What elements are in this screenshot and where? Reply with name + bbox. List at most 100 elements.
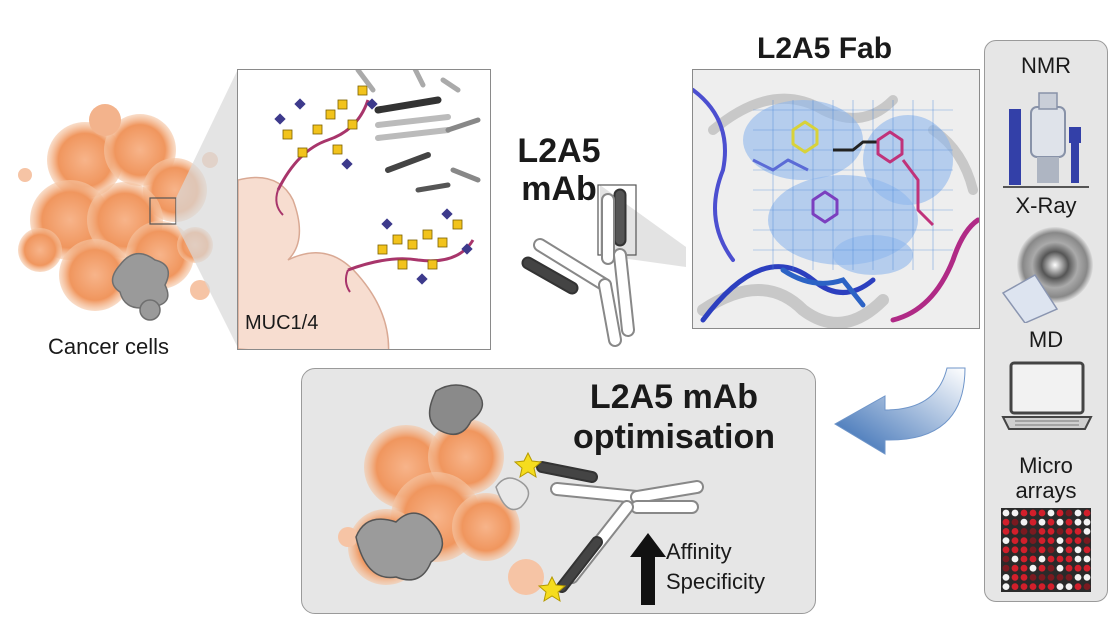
microarray-spot xyxy=(1029,564,1037,572)
microarray-spot xyxy=(1074,518,1082,526)
microarray-spot xyxy=(1038,537,1046,544)
microarray-spot xyxy=(1020,546,1028,554)
antibody-illustration xyxy=(521,184,686,347)
microarray-spot xyxy=(1029,555,1037,563)
microarray-spot xyxy=(1038,528,1046,535)
microarray-spot xyxy=(1074,564,1082,572)
method-label-md: MD xyxy=(1028,327,1064,352)
microarray-spot xyxy=(1047,518,1055,526)
microarray-spot xyxy=(1029,528,1037,535)
microarray-spot xyxy=(1056,518,1064,526)
microarray-spot xyxy=(1047,509,1055,517)
microarray-spot xyxy=(1047,583,1055,590)
microarray-spot xyxy=(1056,574,1064,581)
microarray-spot xyxy=(1029,583,1037,590)
optimisation-title-line1: L2A5 mAb xyxy=(589,378,759,416)
microarray-spot xyxy=(1038,546,1046,554)
microarray-spot xyxy=(1083,509,1091,517)
microarray-spot xyxy=(1011,546,1019,554)
antibody-swarm xyxy=(355,70,481,193)
microarray-spot xyxy=(1029,537,1037,544)
microarray-spot xyxy=(1020,528,1028,535)
optimisation-panel: L2A5 mAb optimisation Affinity Specifici… xyxy=(301,368,816,614)
microarray-spot xyxy=(1074,546,1082,554)
microarray-spot xyxy=(1074,509,1082,517)
microarray-spot xyxy=(1002,555,1010,563)
microarray-spot xyxy=(1047,555,1055,563)
microarray-spot xyxy=(1074,528,1082,535)
microarray-spot xyxy=(1065,555,1073,563)
microarray-spot xyxy=(1020,574,1028,581)
microarray-spot xyxy=(1011,537,1019,544)
feedback-arrow xyxy=(834,367,966,455)
microarray-spot xyxy=(1011,564,1019,572)
microarray-spot xyxy=(1038,518,1046,526)
microarray-spot xyxy=(1020,509,1028,517)
microarray-spot xyxy=(1047,574,1055,581)
laptop-icon xyxy=(1001,361,1093,430)
optimised-antibody xyxy=(513,451,704,603)
microarray-spot xyxy=(1047,546,1055,554)
electron-density-mesh xyxy=(743,100,953,275)
cancer-cells-label: Cancer cells xyxy=(48,334,170,359)
method-label-microarrays: Micro arrays xyxy=(985,453,1107,503)
microarray-spot xyxy=(1065,574,1073,581)
microarray-spot xyxy=(1065,509,1073,517)
microarray-spot xyxy=(1011,509,1019,517)
microarray-spot xyxy=(1011,518,1019,526)
xray-diffraction-icon xyxy=(1001,227,1093,323)
affinity-label: Affinity xyxy=(666,539,732,564)
microarray-spot xyxy=(1047,564,1055,572)
microarray-spot xyxy=(1002,564,1010,572)
methods-panel: NMR X-Ray MD Micro arrays xyxy=(984,40,1108,602)
mab-title-line1: L2A5 xyxy=(517,132,601,170)
microarray-spot xyxy=(1002,574,1010,581)
muc-glycopeptide-illustration xyxy=(238,70,481,349)
specificity-label: Specificity xyxy=(666,569,766,594)
dead-cell-debris xyxy=(111,252,170,321)
microarray-spot xyxy=(1047,528,1055,535)
microarray-spot xyxy=(1083,564,1091,572)
fab-structure-panel xyxy=(692,69,980,329)
microarray-spot xyxy=(1011,528,1019,535)
microarray-spot xyxy=(1011,583,1019,590)
microarray-icon xyxy=(1001,508,1091,592)
muc-zoom-panel xyxy=(237,69,491,350)
microarray-spot xyxy=(1065,518,1073,526)
microarray-spot xyxy=(1029,546,1037,554)
microarray-spot xyxy=(1056,509,1064,517)
star-marker-bottom xyxy=(537,575,567,603)
microarray-spot xyxy=(1065,564,1073,572)
microarray-spot xyxy=(1083,518,1091,526)
microarray-spot xyxy=(1083,528,1091,535)
microarray-spot xyxy=(1056,555,1064,563)
microarray-spot xyxy=(1038,574,1046,581)
microarray-spot xyxy=(1038,555,1046,563)
microarray-spot xyxy=(1002,528,1010,535)
muc-label: MUC1/4 xyxy=(245,312,319,334)
method-label-nmr: NMR xyxy=(1020,53,1072,78)
microarray-spot xyxy=(1074,555,1082,563)
dead-cell-debris-bottom xyxy=(355,384,530,581)
microarray-spot xyxy=(1038,564,1046,572)
microarray-spot xyxy=(1020,564,1028,572)
star-marker-top xyxy=(513,451,543,479)
microarray-spot xyxy=(1056,528,1064,535)
microarray-spot xyxy=(1002,509,1010,517)
microarray-spot xyxy=(1011,574,1019,581)
mab-title-line2: mAb xyxy=(521,170,597,208)
method-label-microarrays-line1: Micro xyxy=(1019,453,1073,478)
microarray-spot xyxy=(1002,583,1010,590)
microarray-spot xyxy=(1002,546,1010,554)
microarray-spot xyxy=(1038,583,1046,590)
microarray-spot xyxy=(1083,555,1091,563)
microarray-spot xyxy=(1020,518,1028,526)
nmr-spectrometer-icon xyxy=(1003,92,1089,188)
microarray-spot xyxy=(1083,574,1091,581)
microarray-spot xyxy=(1056,537,1064,544)
microarray-spot xyxy=(1065,546,1073,554)
microarray-spot xyxy=(1029,518,1037,526)
optimisation-title-line2: optimisation xyxy=(572,418,776,456)
microarray-spot xyxy=(1002,537,1010,544)
microarray-spot xyxy=(1074,574,1082,581)
